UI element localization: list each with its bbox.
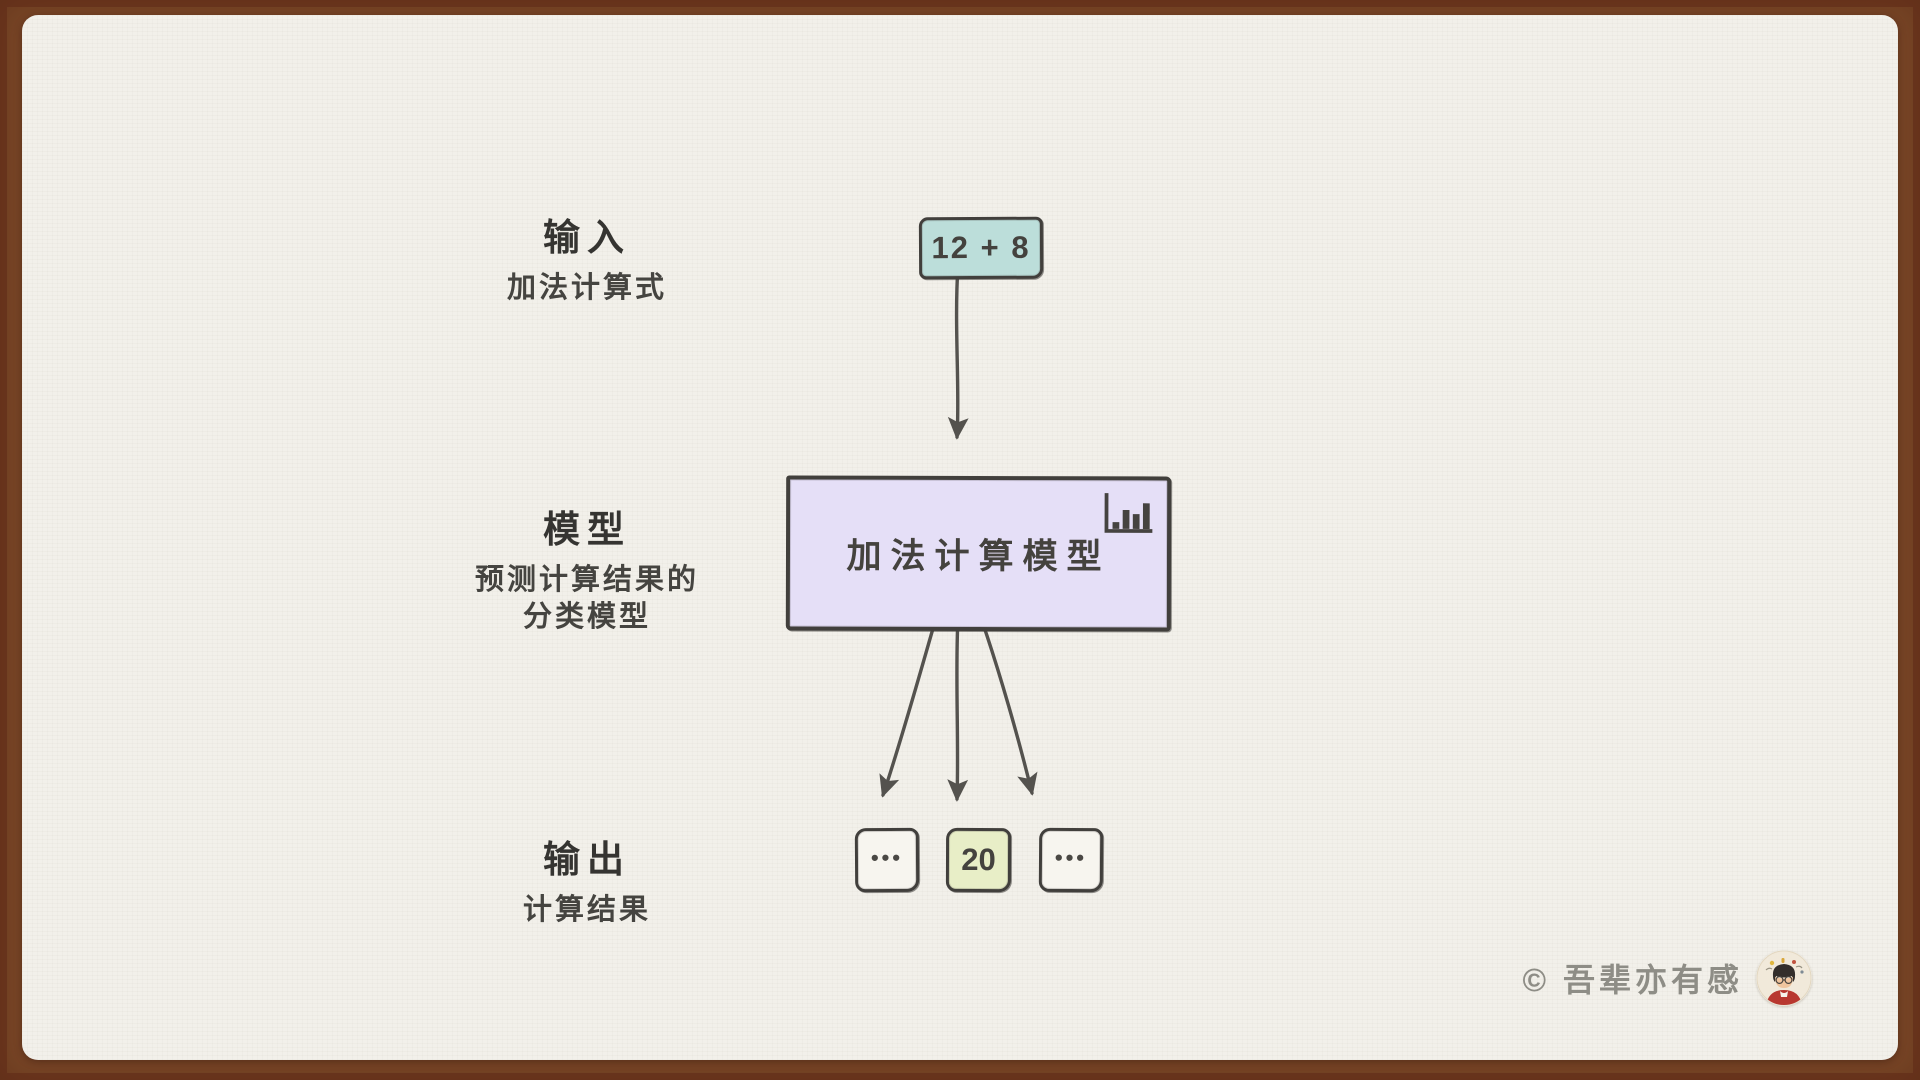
output-node-result: 20 (945, 827, 1012, 893)
author-avatar (1756, 950, 1812, 1006)
bar-chart-icon (1104, 493, 1153, 533)
input-label-subtitle: 加法计算式 (506, 272, 667, 304)
watermark-text: © 吾辈亦有感 (1522, 962, 1743, 998)
input-node: 12 + 8 (918, 216, 1044, 280)
output-node-other-left-label: ••• (870, 844, 904, 871)
model-label-subtitle: 预测计算结果的 分类模型 (437, 562, 737, 636)
input-node-label: 12 + 8 (931, 229, 1031, 266)
output-label-subtitle: 计算结果 (522, 894, 651, 926)
model-label-title: 模型 (543, 509, 631, 550)
input-label-title: 输入 (543, 217, 631, 258)
model-node-label: 加法计算模型 (846, 536, 1111, 577)
output-row-label: 输出 计算结果 (437, 829, 737, 929)
output-node-other-right-label: ••• (1054, 844, 1088, 871)
output-node-result-label: 20 (961, 841, 996, 878)
input-row-label: 输入 加法计算式 (437, 207, 737, 307)
output-node-other-right: ••• (1038, 827, 1104, 893)
model-row-label: 模型 预测计算结果的 分类模型 (437, 499, 737, 636)
watermark: © 吾辈亦有感 (1523, 949, 1812, 1007)
output-label-title: 输出 (543, 839, 631, 880)
output-node-other-left: ••• (854, 827, 920, 893)
model-node: 加法计算模型 (785, 475, 1172, 632)
model-label-subtitle-line1: 预测计算结果的 (474, 564, 699, 596)
model-label-subtitle-line2: 分类模型 (522, 601, 651, 633)
paper-sheet: 输入 加法计算式 模型 预测计算结果的 分类模型 输出 计算结果 12 + 8 (22, 15, 1898, 1060)
